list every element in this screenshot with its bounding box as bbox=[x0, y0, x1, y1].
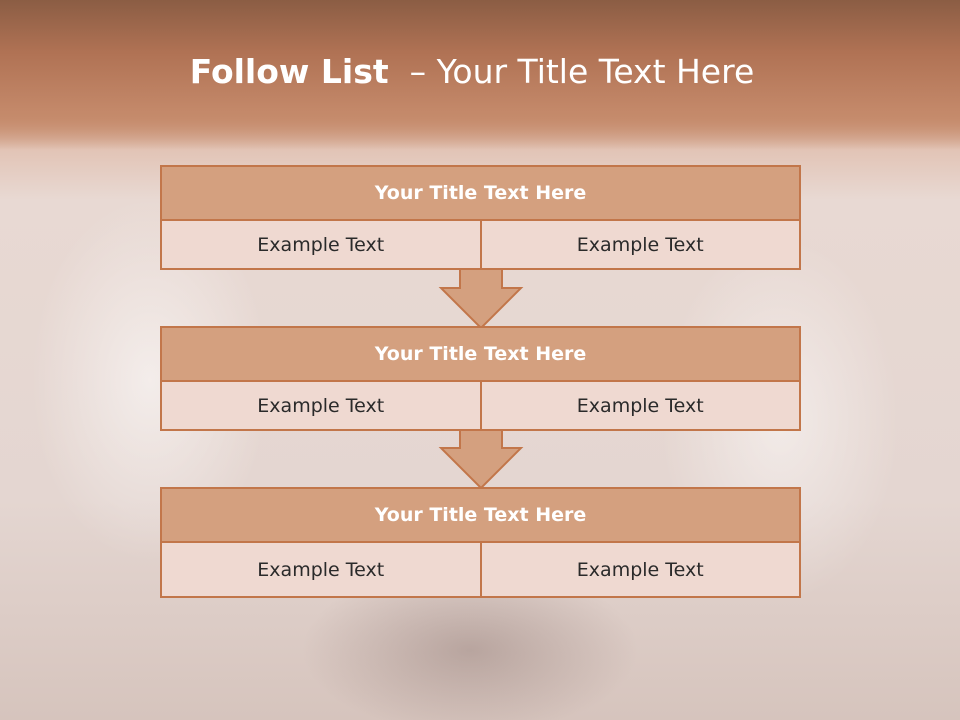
list-block-2: Your Title Text Here Example Text Exampl… bbox=[160, 326, 801, 431]
block-title: Your Title Text Here bbox=[160, 326, 801, 382]
example-text-cell: Example Text bbox=[160, 221, 482, 270]
header-band bbox=[0, 0, 960, 150]
example-text-cell: Example Text bbox=[481, 382, 801, 431]
block-row: Example Text Example Text bbox=[160, 382, 801, 431]
down-arrow-icon bbox=[438, 428, 524, 490]
list-block-3: Your Title Text Here Example Text Exampl… bbox=[160, 487, 801, 598]
slide-title-rest: – Your Title Text Here bbox=[409, 52, 755, 91]
slide-title: Follow List – Your Title Text Here bbox=[0, 52, 944, 91]
block-row: Example Text Example Text bbox=[160, 221, 801, 270]
example-text-cell: Example Text bbox=[481, 543, 801, 598]
block-row: Example Text Example Text bbox=[160, 543, 801, 598]
example-text-cell: Example Text bbox=[160, 382, 482, 431]
slide-title-bold: Follow List bbox=[189, 52, 389, 91]
block-title: Your Title Text Here bbox=[160, 487, 801, 543]
down-arrow-icon bbox=[438, 268, 524, 330]
list-block-1: Your Title Text Here Example Text Exampl… bbox=[160, 165, 801, 270]
block-title: Your Title Text Here bbox=[160, 165, 801, 221]
example-text-cell: Example Text bbox=[481, 221, 801, 270]
example-text-cell: Example Text bbox=[160, 543, 482, 598]
